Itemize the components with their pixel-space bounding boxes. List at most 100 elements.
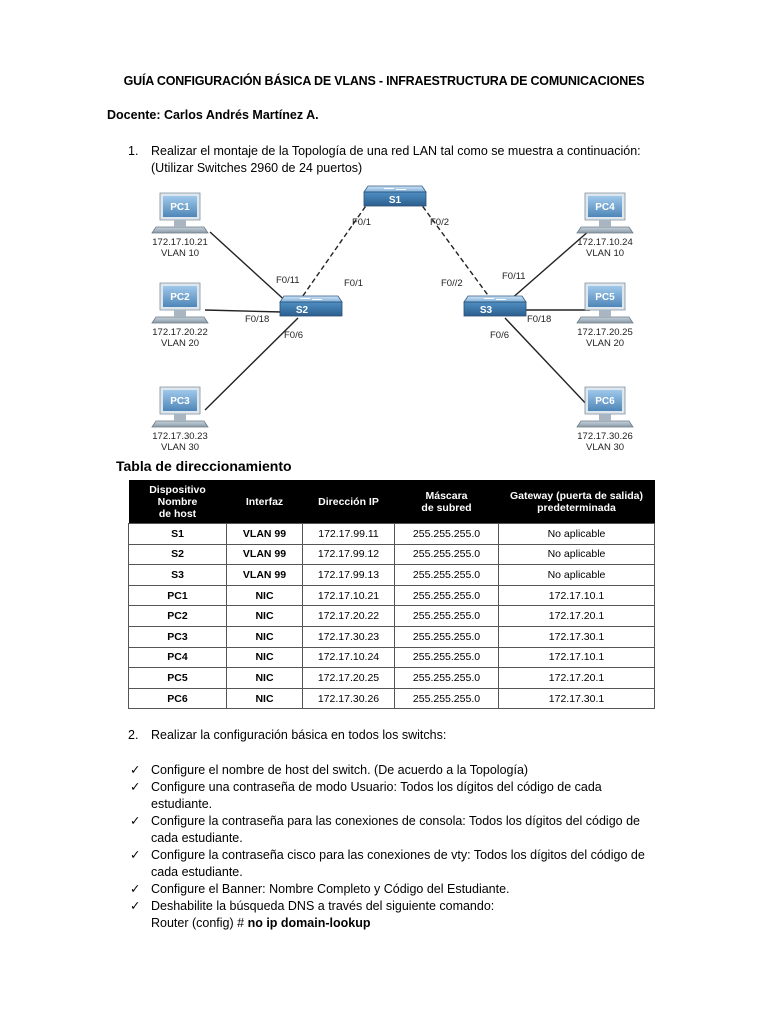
port-s3-up: F0//2 bbox=[441, 278, 463, 289]
cell-ip: 172.17.10.21 bbox=[302, 584, 395, 607]
switch-s1-label: S1 bbox=[389, 195, 402, 206]
checklist-item: ✓Deshabilite la búsqueda DNS a través de… bbox=[130, 899, 495, 913]
port-s1-right: F0/2 bbox=[430, 217, 449, 228]
step-2-text: Realizar la configuración básica en todo… bbox=[151, 728, 447, 742]
cell-interface: NIC bbox=[226, 605, 303, 627]
cell-ip: 172.17.99.13 bbox=[302, 564, 395, 586]
table-header-row: Dispositivo Nombre de host Interfaz Dire… bbox=[128, 480, 655, 524]
header-device: Dispositivo Nombre de host bbox=[128, 480, 227, 524]
cell-device: PC3 bbox=[128, 625, 227, 648]
pc-vlan-label: VLAN 20 bbox=[161, 338, 199, 349]
cell-interface: VLAN 99 bbox=[226, 523, 303, 545]
link-s1-s3 bbox=[417, 199, 491, 299]
cell-gateway: 172.17.30.1 bbox=[498, 687, 655, 710]
cell-ip: 172.17.30.26 bbox=[302, 687, 395, 710]
cell-mask: 255.255.255.0 bbox=[394, 543, 499, 566]
step-1-number: 1. bbox=[128, 144, 139, 158]
cell-mask: 255.255.255.0 bbox=[394, 564, 499, 586]
switch-s3: S3 bbox=[463, 295, 527, 317]
config-checklist: ✓Configure el nombre de host del switch.… bbox=[128, 762, 658, 932]
cell-gateway: No aplicable bbox=[498, 523, 655, 545]
check-icon: ✓ bbox=[130, 763, 141, 777]
teacher-name: Docente: Carlos Andrés Martínez A. bbox=[107, 108, 319, 122]
check-icon: ✓ bbox=[130, 882, 141, 896]
cell-interface: NIC bbox=[226, 646, 303, 669]
check-icon: ✓ bbox=[130, 780, 141, 794]
link-pc6-s3 bbox=[504, 317, 591, 409]
switch-s2: S2 bbox=[279, 295, 343, 317]
cell-ip: 172.17.20.22 bbox=[302, 605, 395, 627]
step-1-line-1: Realizar el montaje de la Topología de u… bbox=[151, 144, 641, 158]
header-ip: Dirección IP bbox=[302, 480, 395, 524]
link-pc4-s3 bbox=[509, 229, 591, 301]
step-1-line-2: (Utilizar Switches 2960 de 24 puertos) bbox=[151, 161, 363, 175]
switch-s1: S1 bbox=[363, 185, 427, 207]
port-s2-up: F0/1 bbox=[344, 278, 363, 289]
link-pc2-s2 bbox=[204, 309, 283, 313]
pc-label: PC1 bbox=[170, 202, 190, 213]
step-2-number: 2. bbox=[128, 728, 139, 742]
cell-mask: 255.255.255.0 bbox=[394, 687, 499, 710]
command-prefix: Router (config) # bbox=[151, 916, 248, 930]
links bbox=[204, 199, 591, 411]
pc-vlan-label: VLAN 20 bbox=[586, 338, 624, 349]
cell-device: PC4 bbox=[128, 646, 227, 669]
pc-ip-label: 172.17.30.26 bbox=[577, 431, 632, 442]
pc-ip-label: 172.17.10.21 bbox=[152, 237, 207, 248]
pc-ip-label: 172.17.20.25 bbox=[577, 327, 632, 338]
cell-ip: 172.17.10.24 bbox=[302, 646, 395, 669]
cell-gateway: No aplicable bbox=[498, 543, 655, 566]
cell-device: PC2 bbox=[128, 605, 227, 627]
cell-device: PC6 bbox=[128, 687, 227, 710]
cell-interface: NIC bbox=[226, 625, 303, 648]
pc-vlan-label: VLAN 10 bbox=[161, 248, 199, 259]
port-s2-pc2: F0/18 bbox=[245, 314, 269, 325]
cell-mask: 255.255.255.0 bbox=[394, 523, 499, 545]
cell-gateway: 172.17.20.1 bbox=[498, 605, 655, 627]
pc-label: PC6 bbox=[595, 396, 615, 407]
check-icon: ✓ bbox=[130, 814, 141, 828]
cell-ip: 172.17.99.12 bbox=[302, 543, 395, 566]
checklist-item: ✓Configure la contraseña para las conexi… bbox=[130, 814, 640, 845]
switch-s3-label: S3 bbox=[480, 305, 493, 316]
pc-ip-label: 172.17.20.22 bbox=[152, 327, 207, 338]
cell-mask: 255.255.255.0 bbox=[394, 625, 499, 648]
cell-interface: NIC bbox=[226, 687, 303, 710]
cell-interface: VLAN 99 bbox=[226, 543, 303, 566]
pc-vlan-label: VLAN 30 bbox=[161, 442, 199, 453]
cell-gateway: 172.17.30.1 bbox=[498, 625, 655, 648]
pc-ip-label: 172.17.30.23 bbox=[152, 431, 207, 442]
link-pc3-s2 bbox=[204, 317, 299, 411]
port-s3-pc6: F0/6 bbox=[490, 330, 509, 341]
cell-mask: 255.255.255.0 bbox=[394, 667, 499, 689]
header-interface: Interfaz bbox=[226, 480, 303, 524]
port-labels: F0/1 F0/2 F0/1 F0/11 F0/18 F0/6 F0//2 F0… bbox=[245, 217, 551, 341]
check-icon: ✓ bbox=[130, 899, 141, 913]
port-s3-pc5: F0/18 bbox=[527, 314, 551, 325]
port-s3-pc4: F0/11 bbox=[502, 271, 526, 282]
checklist-item: ✓Configure una contraseña de modo Usuari… bbox=[130, 780, 602, 811]
cell-gateway: 172.17.20.1 bbox=[498, 667, 655, 689]
cell-device: PC5 bbox=[128, 667, 227, 689]
header-mask: Máscara de subred bbox=[394, 480, 499, 524]
checklist-item: ✓Configure el Banner: Nombre Completo y … bbox=[130, 882, 510, 896]
cell-mask: 255.255.255.0 bbox=[394, 584, 499, 607]
cell-gateway: No aplicable bbox=[498, 564, 655, 586]
cell-gateway: 172.17.10.1 bbox=[498, 646, 655, 669]
cell-ip: 172.17.99.11 bbox=[302, 523, 395, 545]
link-pc1-s2 bbox=[209, 231, 291, 306]
link-s1-s2 bbox=[299, 199, 371, 301]
addressing-table-title: Tabla de direccionamiento bbox=[116, 458, 292, 474]
